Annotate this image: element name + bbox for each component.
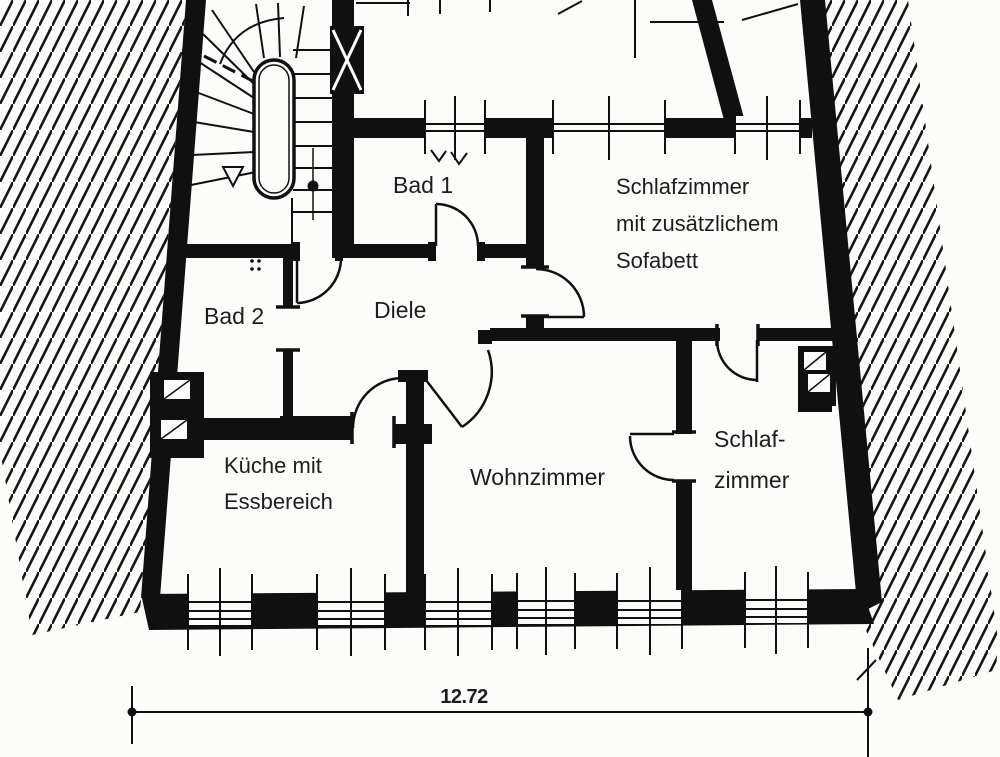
bad2-wall-upper <box>283 258 293 307</box>
section-marker-dot <box>307 180 319 192</box>
window-symbol <box>509 567 583 655</box>
stair-newel-outer <box>252 58 296 200</box>
window-symbol <box>180 568 260 656</box>
staircase <box>190 2 334 244</box>
bad1-fixture-marks <box>430 149 468 166</box>
kueche-door <box>351 376 404 429</box>
room-label-schlafzimmer-line2: zimmer <box>714 467 790 493</box>
room-label-wohnzimmer: Wohnzimmer <box>470 464 605 490</box>
exterior-hatching <box>0 0 998 700</box>
room-label-schlafzimmer-line1: Schlaf- <box>714 426 786 452</box>
door-jamb <box>335 242 343 261</box>
bedroom-connecting-door <box>715 339 759 382</box>
room-label-kueche-line1: Küche mit <box>224 453 322 478</box>
wohnzimmer-door <box>425 349 493 429</box>
door-jamb <box>477 242 485 261</box>
room-label-bad1: Bad 1 <box>393 172 453 198</box>
bad2-wall-lower <box>283 350 293 420</box>
entrance-door <box>250 257 343 305</box>
windows-bottom <box>180 566 816 656</box>
shaft-diagonal <box>803 351 827 371</box>
upper-floor-fragments <box>356 0 799 120</box>
window-symbol <box>424 96 486 160</box>
kueche-wohnzimmer-wall <box>406 372 424 600</box>
bad1-door <box>434 202 480 247</box>
cut-diagonal <box>741 3 799 21</box>
door-jamb <box>292 242 300 261</box>
shaft-diagonal <box>331 29 363 91</box>
hall-top-wall-c <box>479 244 530 258</box>
stair-direction-arrow-icon <box>221 166 245 189</box>
window-symbol <box>417 568 500 656</box>
handrail-curve <box>219 17 285 65</box>
wohnzimmer-bedroom-wall-upper <box>676 334 692 434</box>
bad1-bedroom-wall <box>526 118 544 268</box>
hatch-left <box>0 0 186 635</box>
doors <box>250 202 759 482</box>
wohnzimmer-bedroom-wall-lower <box>676 480 692 598</box>
room-label-kueche-line2: Essbereich <box>224 489 333 514</box>
hall-top-wall-a <box>178 244 298 258</box>
outer-wall-right <box>800 0 882 614</box>
upper-wall-fragment <box>692 0 744 120</box>
shaft-diagonal <box>807 373 831 393</box>
dimension-label: 12.72 <box>440 686 488 708</box>
room-label-schlafzimmer-sofabett-line2: mit zusätzlichem <box>616 211 779 236</box>
window-symbol <box>609 567 690 655</box>
cut-diagonal <box>557 0 583 15</box>
hall-se-wall-cap <box>478 330 492 344</box>
kueche-wall-cap <box>398 370 428 382</box>
schlafzimmer-door <box>628 432 675 482</box>
hatch-right <box>824 0 998 700</box>
windows-top <box>424 96 801 160</box>
window-symbol <box>734 96 801 160</box>
wall-stub-right <box>798 400 832 412</box>
bedroom-sofabett-door <box>535 267 586 319</box>
hall-top-wall-b <box>341 244 434 258</box>
stair-newel-inner <box>258 64 290 194</box>
door-jamb <box>428 242 436 261</box>
bedroom-top-wall <box>758 328 838 341</box>
dimension: 12.72 <box>127 648 877 757</box>
room-label-schlafzimmer-sofabett-line3: Sofabett <box>616 248 698 273</box>
dimension-slash <box>856 659 877 681</box>
hall-se-wall <box>490 328 720 341</box>
shaft-diagonal <box>160 419 188 440</box>
shafts <box>150 26 836 458</box>
window-symbol <box>309 568 393 656</box>
room-label-bad2: Bad 2 <box>204 303 264 329</box>
window-symbol <box>552 96 666 160</box>
window-symbol <box>737 566 816 654</box>
shaft-diagonal <box>163 379 191 400</box>
room-label-schlafzimmer-sofabett-line1: Schlafzimmer <box>616 174 749 199</box>
room-labels: Bad 1 Bad 2 Diele Schlafzimmer mit zusät… <box>204 172 790 514</box>
room-label-diele: Diele <box>374 297 426 323</box>
